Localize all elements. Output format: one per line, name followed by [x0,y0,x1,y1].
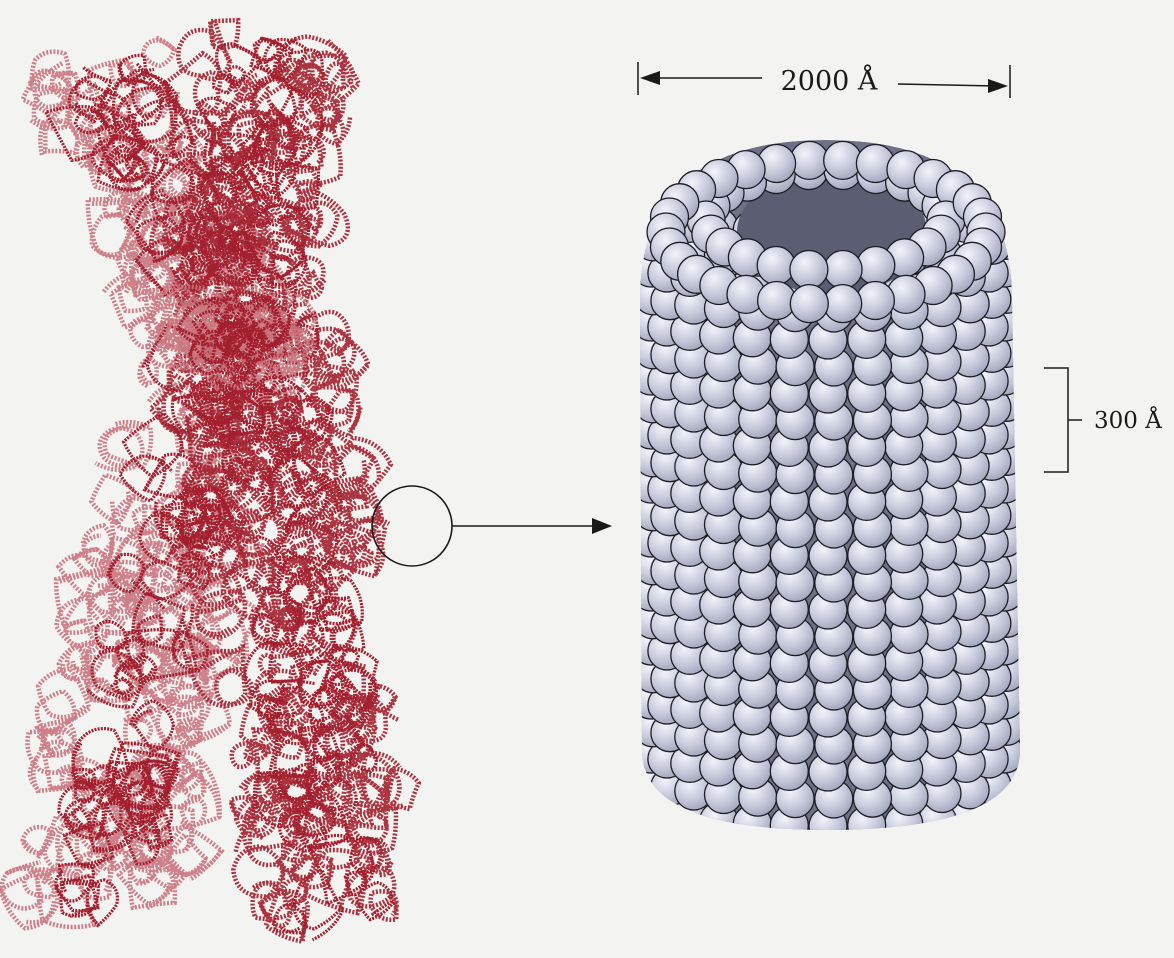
turn-height-label: 300 Å [1094,406,1162,434]
nucleosome-bead [624,784,662,822]
nucleosome-bead [757,247,795,285]
nucleosome-bead [824,285,862,323]
turn-height-bracket: 300 Å [1044,368,1162,472]
width-label: 2000 Å [781,64,878,97]
zoom-arrow [452,518,612,534]
nucleosome-bead [824,251,862,289]
nucleosome-bead [790,251,828,289]
chromosome-illustration [1,20,419,941]
width-dimension: 2000 Å [638,62,1010,98]
nucleosome-bead [790,285,828,323]
nucleosome-bead [857,247,895,285]
